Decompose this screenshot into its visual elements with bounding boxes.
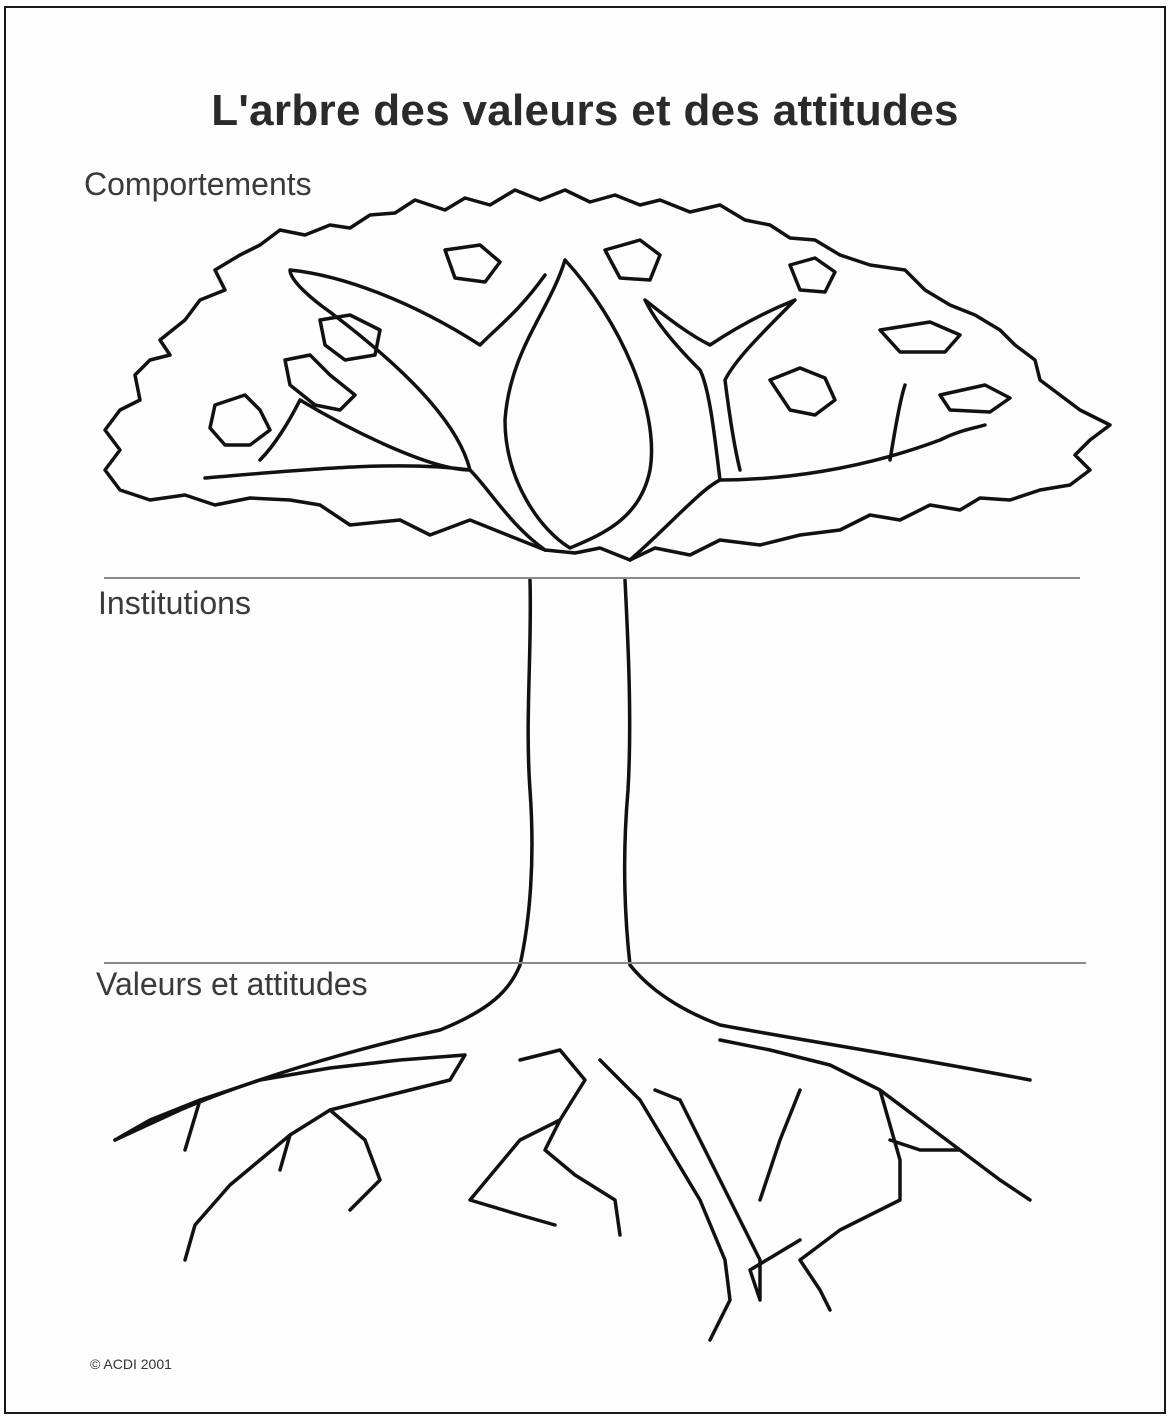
tree-crown-outline (105, 190, 1110, 560)
leaf-cluster (210, 395, 270, 445)
copyright-notice: © ACDI 2001 (90, 1356, 172, 1372)
leaf-cluster (940, 385, 1010, 412)
page-title: L'arbre des valeurs et des attitudes (0, 86, 1170, 136)
divider-line (104, 577, 1080, 579)
leaf-cluster (445, 245, 500, 282)
tree-branch-left (205, 270, 545, 550)
section-label-behaviours: Comportements (84, 166, 312, 203)
leaf-cluster (320, 315, 380, 360)
leaf-cluster (770, 368, 835, 415)
leaf-cluster (790, 258, 835, 292)
tree-trunk (115, 580, 1030, 1140)
section-label-institutions: Institutions (98, 585, 251, 622)
leaf-cluster (880, 322, 960, 352)
leaf-cluster (605, 240, 660, 280)
tree-branch-center (505, 260, 652, 548)
divider-line (104, 962, 1086, 964)
tree-roots (115, 1040, 1030, 1340)
tree-branch-right (630, 300, 985, 560)
leaf-cluster (285, 355, 355, 410)
section-label-values: Valeurs et attitudes (96, 966, 368, 1003)
